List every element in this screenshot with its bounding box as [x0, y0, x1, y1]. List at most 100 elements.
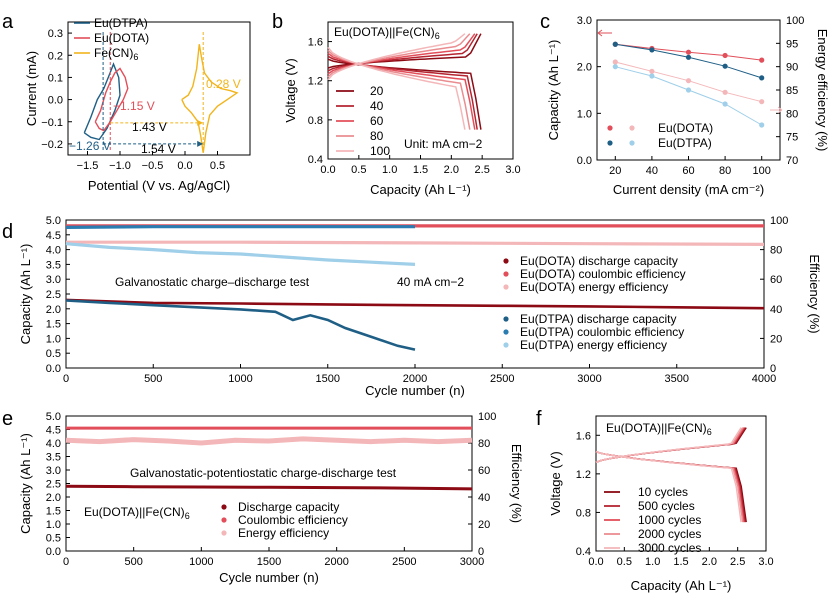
panel-f-ytick-label: 1.2 [576, 469, 591, 481]
panel-e-y2-ytick-label: 80 [478, 438, 490, 450]
panel-c-legend-marker [607, 125, 613, 131]
panel-d-xtick-label: 2500 [490, 373, 514, 385]
panel-e-ytick-label: 5.0 [46, 411, 61, 423]
panel-c-capacity-point [722, 52, 728, 59]
panel-c-capacity-point [759, 75, 765, 81]
panel-b-xtick-label: 2.0 [444, 164, 459, 176]
panel-b-legend-label: 80 [370, 129, 384, 143]
panel-d-legend-marker [503, 342, 509, 348]
panel-a-ytick-label: −0.1 [41, 117, 63, 129]
panel-d-ytick-label: 1.0 [46, 333, 61, 345]
panel-e-legend-label: Discharge capacity [238, 500, 339, 514]
panel-a-xtick-label: −0.5 [142, 160, 164, 172]
panel-b-xtick-label: 2.5 [475, 164, 490, 176]
panel-a-ytick-label: 0.2 [48, 50, 63, 62]
panel-c-arrow-left [597, 29, 612, 37]
panel-b-ytick-label: 1.6 [308, 37, 323, 49]
panel-d-series-5 [65, 242, 416, 266]
panel-b-legend-label: 100 [370, 144, 390, 158]
panel-a-series-2 [181, 44, 239, 153]
panel-d-xtick-label: 2000 [403, 373, 427, 385]
panel-b-xtick-label: 1.0 [382, 164, 397, 176]
panel-b-title: Eu(DOTA)||Fe(CN)6 [334, 25, 440, 41]
panel-c-ee-point [685, 78, 692, 84]
panel-c-ee-point [649, 68, 655, 74]
panel-f-discharge-4 [595, 450, 742, 523]
panel-d-ytick-label: 5.0 [46, 215, 61, 227]
panel-c-ee-point [759, 122, 765, 128]
panel-d-ytick-label: 4.5 [46, 230, 61, 242]
panel-a-legend-label: Eu(DTPA) [94, 16, 148, 30]
panel-e-xtick-label: 1000 [189, 556, 213, 568]
panel-e-legend-label: Energy efficiency [238, 526, 329, 540]
panel-e-xtick-label: 500 [124, 556, 142, 568]
panel-f-legend-label: 500 cycles [638, 499, 695, 513]
panel-e-legend-label: Coulombic efficiency [238, 513, 348, 527]
panel-e-ytick-label: 1.0 [46, 519, 61, 531]
panel-b-ytick-label: 0.4 [308, 154, 323, 166]
panel-c-y2-ytick-label: 80 [786, 108, 798, 120]
panel-c-ylabel: Capacity (Ah L⁻¹) [546, 40, 561, 141]
panel-a-legend-label: Fe(CN)6 [94, 46, 138, 62]
panel-c-xlabel: Current density (mA cm⁻²) [613, 182, 764, 197]
panel-e-xlabel: Cycle number (n) [219, 570, 319, 585]
panel-f-legend-label: 2000 cycles [638, 527, 701, 541]
panel-d-series-2 [66, 240, 765, 246]
panel-e-ytick-label: 3.0 [46, 465, 61, 477]
panel-a-legend-label: Eu(DOTA) [94, 31, 149, 45]
panel-d-legend-label: Eu(DTPA) coulombic efficiency [520, 325, 684, 339]
panel-f-legend-label: 3000 cycles [638, 541, 701, 555]
panel-label-d: d [2, 221, 13, 243]
panel-c-ee-point [649, 73, 655, 79]
panel-d-legend-marker [503, 258, 509, 264]
panel-d-ytick-label: 0.0 [46, 363, 61, 375]
panel-d-ytick-label: 0.5 [46, 348, 61, 360]
panel-c-capacity-point [685, 49, 692, 55]
panel-e-y2-ytick-label: 40 [478, 492, 490, 504]
panel-c-arrow-right [770, 106, 783, 114]
panel-e-annotation-cell: Eu(DOTA)||Fe(CN)6 [84, 505, 190, 521]
panel-a-series-0 [83, 62, 121, 141]
panel-c-xtick-label: 100 [753, 165, 771, 177]
panel-d-ytick-label: 3.0 [46, 274, 61, 286]
panel-a-xtick-label: −1.5 [77, 160, 99, 172]
panel-d-ytick-label: 2.5 [46, 289, 61, 301]
panel-b-xtick-label: 3.0 [505, 164, 520, 176]
panel-a-xtick-label: −1.0 [109, 160, 131, 172]
panel-d-legend-marker [503, 271, 509, 277]
panel-c-ytick-label: 1.0 [577, 108, 592, 120]
panel-e-series-0 [65, 484, 473, 491]
panel-d-xtick-label: 1500 [316, 373, 340, 385]
panel-e-series-2 [65, 436, 473, 446]
panel-e-xtick-label: 2500 [392, 556, 416, 568]
panel-b-xtick-label: 0.0 [320, 164, 335, 176]
panel-c-xtick-label: 40 [646, 165, 658, 177]
panel-c-legend-marker [629, 140, 635, 146]
panel-e-ytick-label: 3.5 [46, 452, 61, 464]
panel-c-legend-label: Eu(DTPA) [658, 136, 712, 150]
panel-d-legend-label: Eu(DTPA) discharge capacity [520, 312, 677, 326]
panel-e-y2-ytick-label: 20 [478, 519, 490, 531]
panel-e-ytick-label: 4.0 [46, 438, 61, 450]
panel-e-ylabel: Capacity (Ah L⁻¹) [18, 433, 33, 534]
panel-c-y2-ytick-label: 85 [786, 85, 798, 97]
panel-f-legend-label: 10 cycles [638, 485, 688, 499]
panel-b-legend-label: 40 [370, 99, 384, 113]
panel-c-capacity-point [722, 63, 728, 69]
panel-a-arrowhead [197, 119, 204, 126]
panel-d-annotation-current: 40 mA cm−2 [397, 275, 464, 289]
panel-c-ytick-label: 3.0 [577, 15, 592, 27]
panel-c-xtick-label: 60 [682, 165, 694, 177]
panel-a-arrowhead [197, 140, 204, 147]
panel-b-discharge-100 [327, 46, 466, 130]
panel-e-xtick-label: 1500 [257, 556, 281, 568]
panel-d-y2-ytick-label: 80 [770, 245, 782, 257]
panel-e-ytick-label: 0.0 [46, 546, 61, 558]
panel-b-charge-100 [327, 33, 466, 81]
panel-a-ylabel: Current (mA) [24, 51, 39, 126]
panel-f-legend-label: 1000 cycles [638, 513, 701, 527]
panel-f-xtick-label: 1.5 [673, 556, 688, 568]
